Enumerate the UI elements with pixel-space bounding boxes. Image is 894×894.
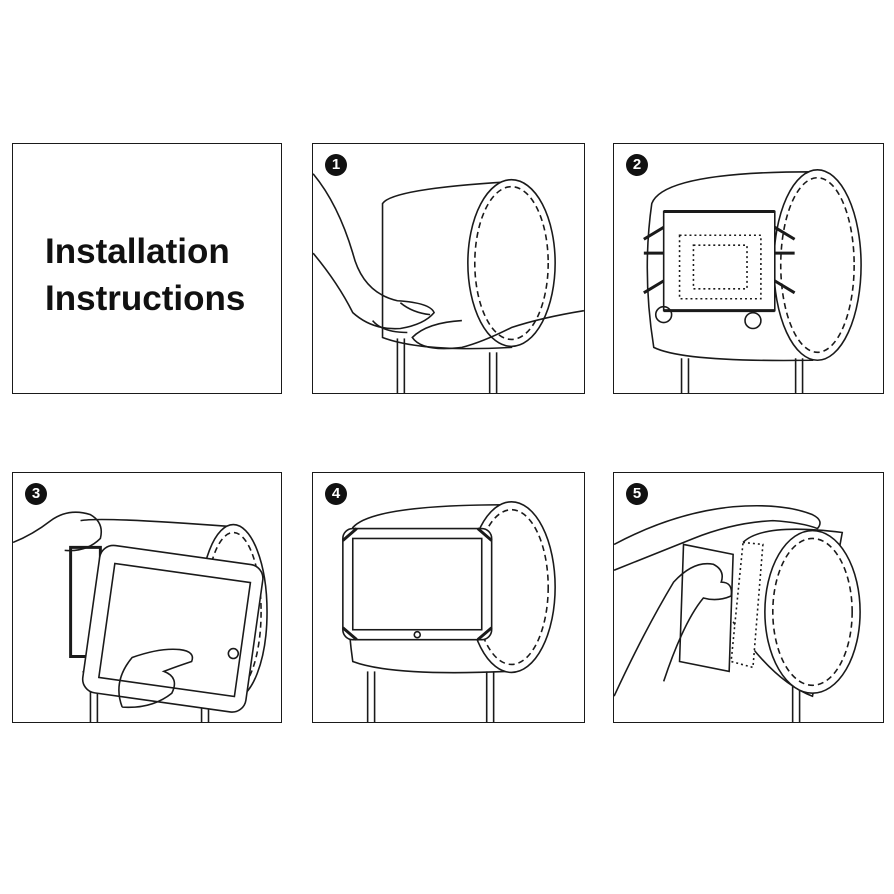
- hands-removing-headrest-icon: [313, 173, 584, 393]
- step-badge: 3: [25, 483, 47, 505]
- title-line-2: Instructions: [45, 279, 246, 318]
- page-title: Installation Instructions: [45, 228, 245, 322]
- title-line-1: Installation: [45, 232, 230, 271]
- tablet-mounted-icon: [341, 500, 556, 722]
- step-5-panel: 5: [613, 472, 884, 723]
- step-3-panel: 3: [12, 472, 282, 723]
- adjusting-straps-icon: [614, 504, 861, 722]
- step-2-panel: 2: [613, 143, 884, 394]
- step-1-panel: 1: [312, 143, 585, 394]
- step-badge: 5: [626, 483, 648, 505]
- holder-on-headrest-icon: [643, 168, 862, 393]
- step-badge: 4: [325, 483, 347, 505]
- title-panel: Installation Instructions: [12, 143, 282, 394]
- step-badge: 1: [325, 154, 347, 176]
- step-4-panel: 4: [312, 472, 585, 723]
- step-badge: 2: [626, 154, 648, 176]
- inserting-tablet-icon: [13, 511, 268, 722]
